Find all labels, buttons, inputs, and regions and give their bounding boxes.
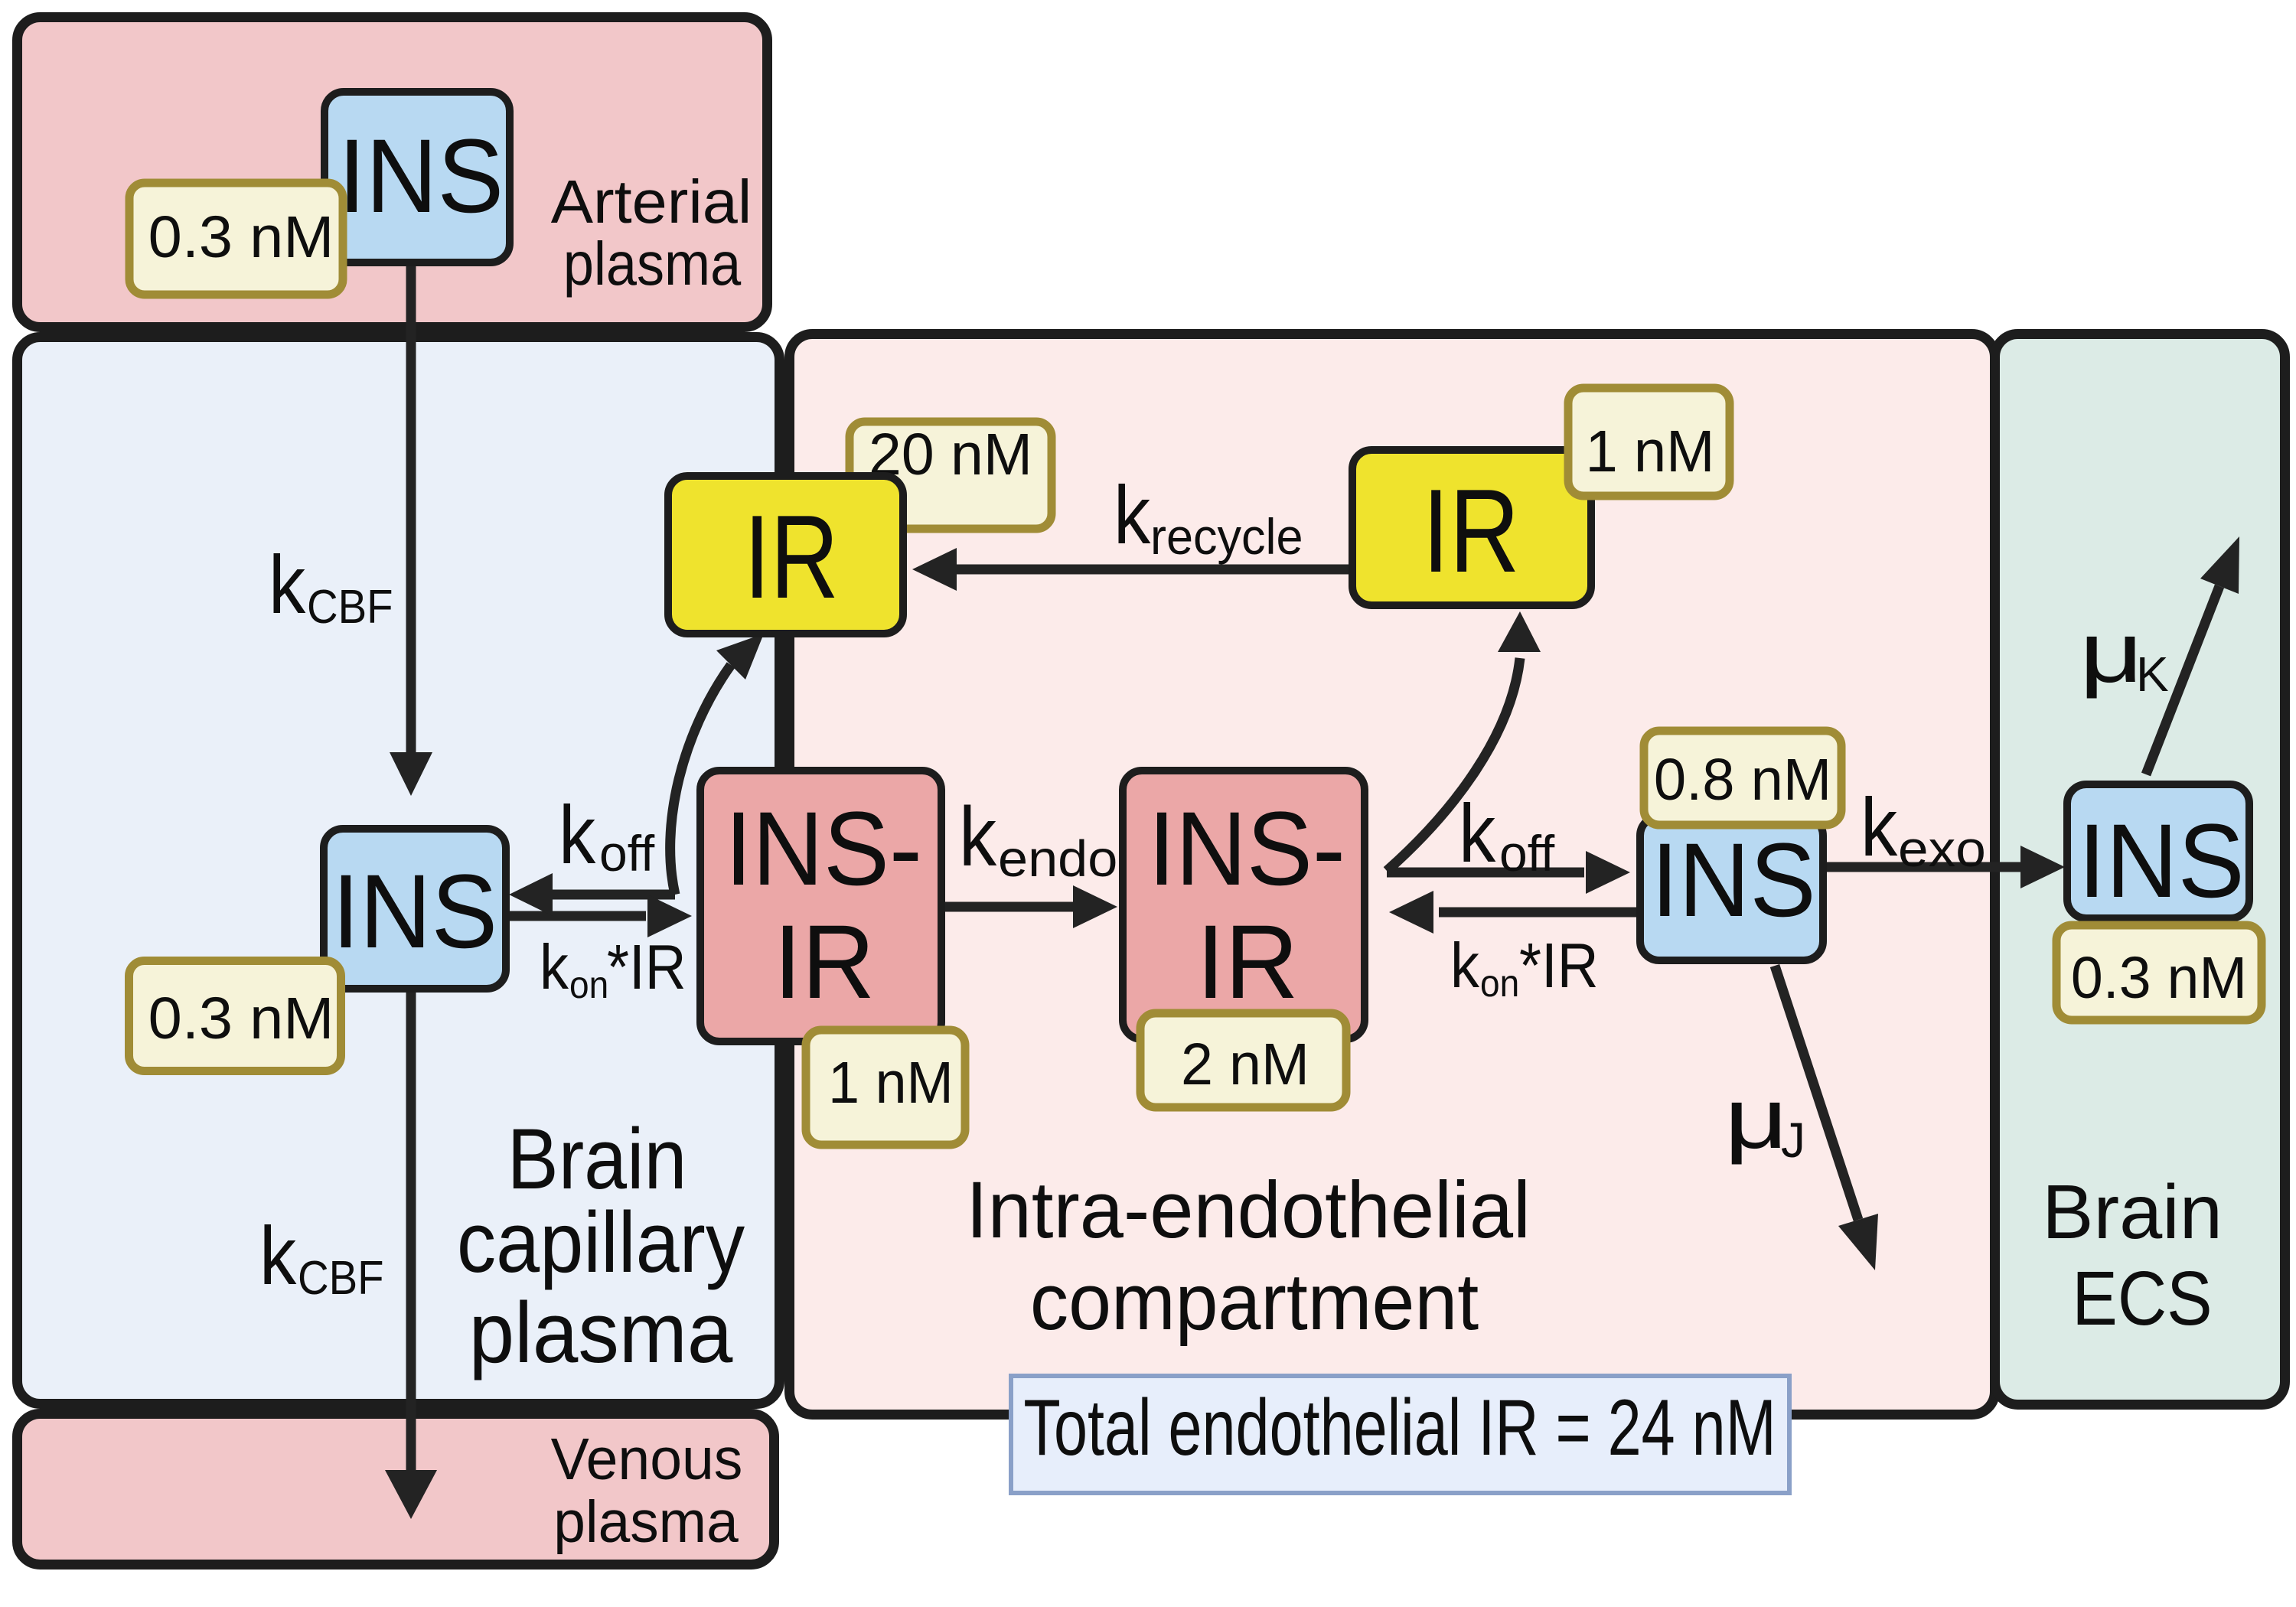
svg-text:k: k xyxy=(559,788,596,881)
svg-text:k: k xyxy=(1450,930,1479,1001)
svg-text:off: off xyxy=(599,825,655,882)
svg-text:IR: IR xyxy=(744,491,839,623)
svg-text:on: on xyxy=(569,964,608,1006)
svg-text:recycle: recycle xyxy=(1150,509,1303,566)
svg-text:endo: endo xyxy=(998,830,1117,888)
svg-text:0.3 nM: 0.3 nM xyxy=(148,204,334,270)
svg-text:compartment: compartment xyxy=(1030,1257,1479,1346)
svg-text:k: k xyxy=(959,790,997,884)
svg-text:Arterial: Arterial xyxy=(551,168,752,236)
svg-text:INS: INS xyxy=(1651,822,1815,939)
svg-text:J: J xyxy=(1781,1113,1805,1168)
svg-text:IR: IR xyxy=(1196,903,1298,1020)
svg-text:plasma: plasma xyxy=(563,230,742,298)
svg-text:INS-: INS- xyxy=(1148,790,1345,907)
svg-text:1 nM: 1 nM xyxy=(828,1049,954,1115)
svg-text:INS: INS xyxy=(2078,803,2244,920)
svg-text:Brain: Brain xyxy=(507,1111,687,1207)
svg-text:INS-: INS- xyxy=(725,790,922,907)
svg-text:INS: INS xyxy=(338,118,504,235)
svg-text:K: K xyxy=(2136,647,2169,702)
svg-text:1 nM: 1 nM xyxy=(1586,419,1715,485)
svg-text:capillary: capillary xyxy=(457,1195,745,1290)
svg-text:off: off xyxy=(1499,825,1555,882)
svg-text:0.8 nM: 0.8 nM xyxy=(1654,748,1831,813)
svg-text:*IR: *IR xyxy=(607,931,687,1002)
svg-text:μ: μ xyxy=(1724,1071,1788,1167)
svg-text:CBF: CBF xyxy=(307,579,393,633)
svg-text:k: k xyxy=(1861,781,1898,873)
svg-text:exo: exo xyxy=(1898,820,1986,877)
svg-text:2 nM: 2 nM xyxy=(1181,1032,1309,1097)
svg-text:0.3 nM: 0.3 nM xyxy=(148,985,334,1051)
svg-text:k: k xyxy=(269,538,306,631)
svg-text:k: k xyxy=(1459,787,1496,879)
svg-text:k: k xyxy=(259,1209,297,1302)
svg-text:0.3 nM: 0.3 nM xyxy=(2071,945,2247,1011)
svg-text:IR: IR xyxy=(774,903,875,1021)
svg-text:Venous: Venous xyxy=(551,1426,743,1492)
svg-text:k: k xyxy=(540,931,569,1002)
svg-text:Total endothelial IR = 24 nM: Total endothelial IR = 24 nM xyxy=(1023,1382,1776,1472)
svg-text:Brain: Brain xyxy=(2042,1169,2223,1254)
svg-text:Intra-endothelial: Intra-endothelial xyxy=(966,1165,1531,1255)
svg-text:on: on xyxy=(1480,963,1519,1005)
svg-text:INS: INS xyxy=(332,853,497,970)
svg-text:CBF: CBF xyxy=(298,1250,384,1304)
svg-text:k: k xyxy=(1114,468,1151,561)
svg-text:plasma: plasma xyxy=(553,1489,739,1555)
svg-text:ECS: ECS xyxy=(2072,1256,2212,1341)
svg-text:μ: μ xyxy=(2079,605,2143,701)
svg-text:plasma: plasma xyxy=(469,1286,733,1381)
svg-text:*IR: *IR xyxy=(1519,930,1599,1001)
svg-text:IR: IR xyxy=(1422,465,1519,598)
